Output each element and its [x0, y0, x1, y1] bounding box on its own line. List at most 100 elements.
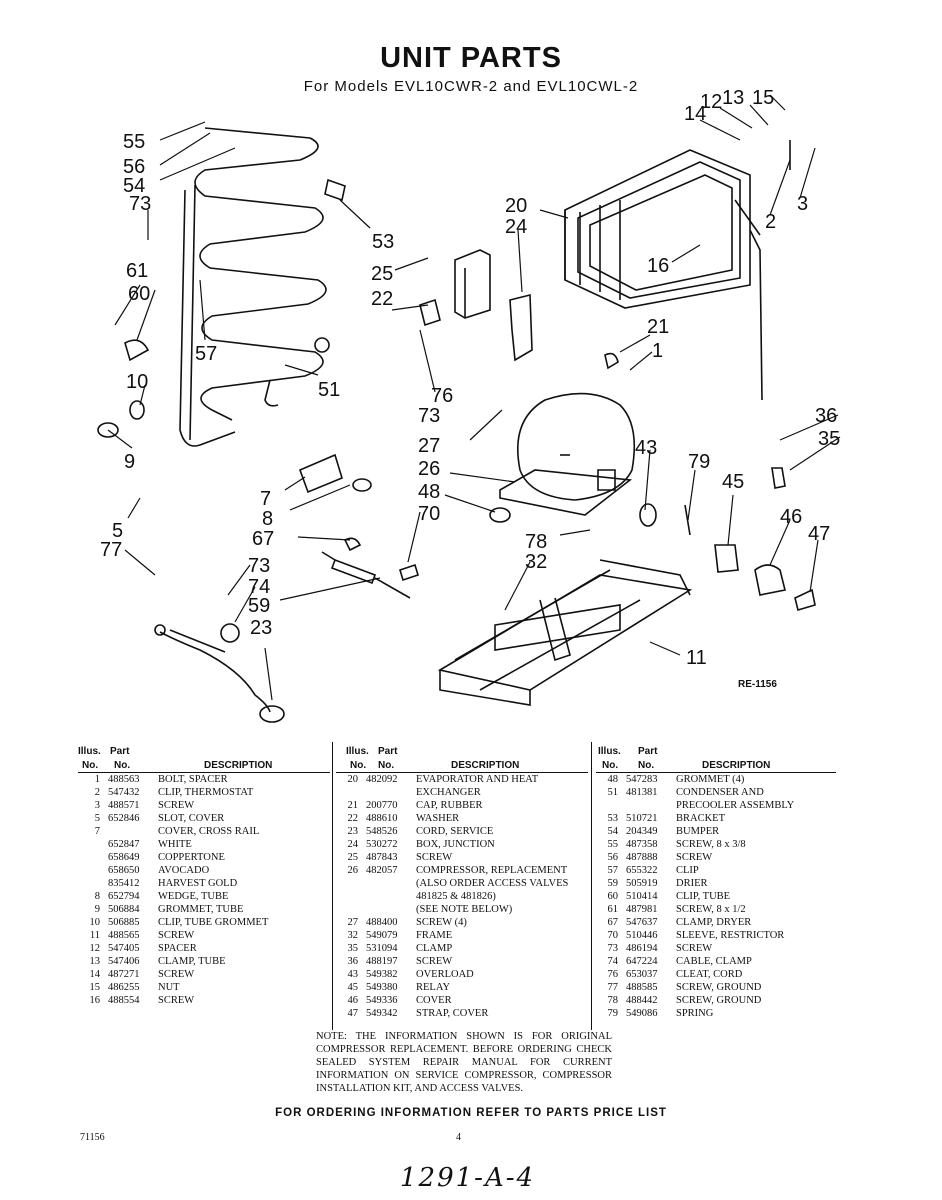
illus-number-cell: 1	[94, 774, 100, 785]
callout-15: 15	[752, 87, 774, 109]
table-row: (SEE NOTE BELOW)	[336, 903, 588, 916]
illus-number-cell: 51	[607, 787, 619, 798]
part-number-cell: 658649	[108, 852, 140, 863]
illus-number-cell: 48	[607, 774, 619, 785]
part-number-cell: 487271	[108, 969, 140, 980]
description-cell: SCREW	[158, 800, 195, 811]
callout-67: 67	[252, 528, 274, 550]
part-number-cell: 487981	[626, 904, 658, 915]
callout-10: 10	[126, 371, 148, 393]
evaporator-heat-exchanger	[564, 149, 763, 401]
description-cell: BRACKET	[676, 813, 726, 824]
part-number-cell: 510446	[626, 930, 658, 941]
document-number: 71156	[80, 1132, 105, 1143]
description-cell: WEDGE, TUBE	[158, 891, 229, 902]
illus-number-cell: 14	[89, 969, 101, 980]
description-cell: CLIP	[676, 865, 699, 876]
callout-47: 47	[808, 523, 830, 545]
callout-61: 61	[126, 260, 148, 282]
illus-number-cell: 70	[607, 930, 619, 941]
callout-73b: 73	[418, 405, 440, 427]
exploded-parts-diagram: 55 56 54 73 53 61 60 57 10 9 51 20 24 14…	[97, 87, 841, 723]
illus-number-cell: 54	[607, 826, 619, 837]
table-divider	[591, 742, 592, 1030]
description-cell: 481825 & 481826)	[416, 891, 496, 902]
part-number-cell: 488400	[366, 917, 398, 928]
description-cell: SCREW	[416, 852, 453, 863]
header-no: No.	[82, 760, 99, 771]
description-cell: BOLT, SPACER	[158, 774, 228, 785]
illus-number-cell: 73	[607, 943, 619, 954]
callout-46: 46	[780, 506, 802, 528]
leader-lines	[107, 94, 841, 701]
description-cell: CLAMP	[416, 943, 453, 954]
table-row: 35 531094 CLAMP	[336, 942, 588, 955]
part-number-cell: 547432	[108, 787, 140, 798]
table-header: Illus. Part No. No. DESCRIPTION	[596, 742, 836, 773]
description-cell: SCREW, GROUND	[676, 995, 762, 1006]
part-number-cell: 652794	[108, 891, 140, 902]
part-number-cell: 488197	[366, 956, 398, 967]
illus-number-cell: 15	[89, 982, 101, 993]
description-cell: CORD, SERVICE	[416, 826, 494, 837]
illus-number-cell: 23	[347, 826, 359, 837]
callout-77: 77	[100, 539, 122, 561]
callout-3: 3	[797, 193, 808, 215]
callout-5: 5	[112, 520, 123, 542]
illus-number-cell: 67	[607, 917, 619, 928]
table-divider	[332, 742, 333, 1030]
parts-table-col-3: Illus. Part No. No. DESCRIPTION 48 547283…	[596, 742, 836, 1020]
description-cell: SCREW	[158, 969, 195, 980]
description-cell: COVER, CROSS RAIL	[158, 826, 260, 837]
illus-number-cell: 24	[347, 839, 359, 850]
callout-45: 45	[722, 471, 744, 493]
compressor	[499, 392, 636, 516]
part-number-cell: 549382	[366, 969, 398, 980]
callout-43: 43	[635, 437, 657, 459]
description-cell: HARVEST GOLD	[158, 878, 238, 889]
part-number-cell: 547283	[626, 774, 658, 785]
illus-number-cell: 56	[607, 852, 619, 863]
description-cell: SCREW	[158, 995, 195, 1006]
description-cell: COVER	[416, 995, 452, 1006]
callout-48: 48	[418, 481, 440, 503]
illus-number-cell: 3	[94, 800, 100, 811]
description-cell: CABLE, CLAMP	[676, 956, 752, 967]
illus-number-cell: 22	[347, 813, 359, 824]
illus-number-cell: 76	[607, 969, 619, 980]
header-illus: Illus.	[78, 746, 101, 757]
part-number-cell: 486194	[626, 943, 658, 954]
description-cell: SCREW, 8 x 3/8	[676, 839, 746, 850]
description-cell: EVAPORATOR AND HEAT	[416, 774, 539, 785]
description-cell: PRECOOLER ASSEMBLY	[676, 800, 795, 811]
illus-number-cell: 35	[347, 943, 359, 954]
part-number-cell: 653037	[626, 969, 658, 980]
table-row: (ALSO ORDER ACCESS VALVES	[336, 877, 588, 890]
part-number-cell: 531094	[366, 943, 398, 954]
illus-number-cell: 77	[607, 982, 619, 993]
callout-8: 8	[262, 508, 273, 530]
callout-35: 35	[818, 428, 840, 450]
description-cell: CAP, RUBBER	[416, 800, 483, 811]
callout-24: 24	[505, 216, 527, 238]
